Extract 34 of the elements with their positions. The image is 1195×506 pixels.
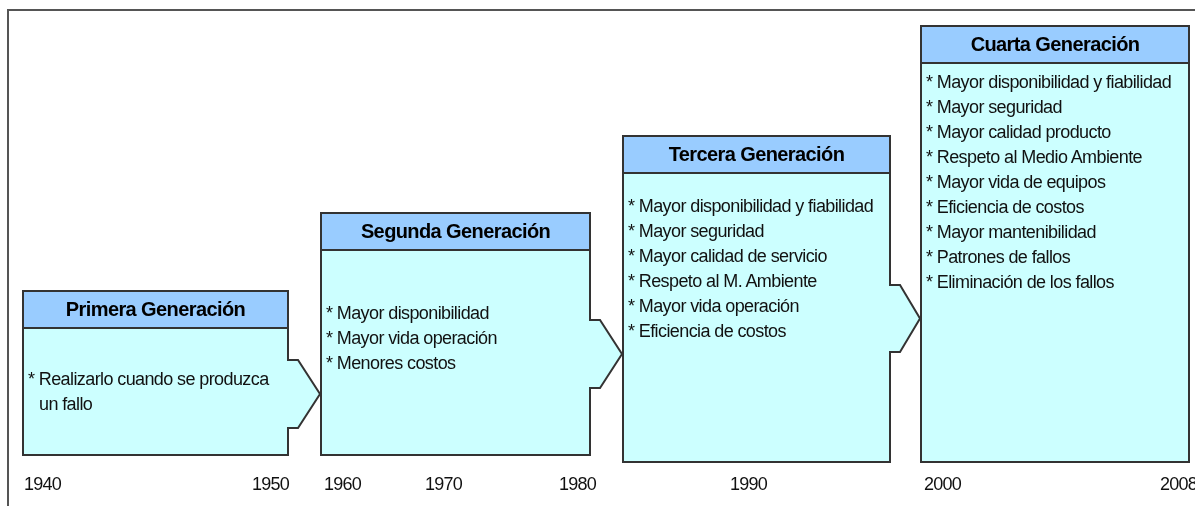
bullet-item: * Mayor vida operación (628, 295, 800, 318)
generation-heading: Primera Generación (24, 292, 287, 329)
bullet-item: * Mayor seguridad (926, 96, 1063, 119)
bullet-item: * Mayor vida operación (326, 327, 498, 350)
generation-box (622, 135, 891, 463)
bullet-item: * Mayor disponibilidad y fiabilidad (926, 71, 1173, 94)
generation-heading: Tercera Generación (624, 137, 889, 174)
year-label: 1970 (425, 474, 462, 495)
year-label: 1940 (24, 474, 61, 495)
generation-box (920, 25, 1190, 463)
bullet-item: * Mayor vida de equipos (926, 171, 1107, 194)
generation-box (320, 212, 591, 456)
year-label: 1950 (252, 474, 289, 495)
bullet-item: * Mayor disponibilidad y fiabilidad (628, 195, 875, 218)
generation-box (22, 290, 289, 456)
bullet-item: * Mayor disponibilidad (326, 302, 490, 325)
year-label: 1960 (324, 474, 361, 495)
generation-heading: Segunda Generación (322, 214, 589, 251)
generation-heading: Cuarta Generación (922, 27, 1188, 64)
bullet-item: * Eliminación de los fallos (926, 271, 1115, 294)
bullet-item: * Mayor calidad de servicio (628, 245, 828, 268)
bullet-item: * Mayor mantenibilidad (926, 221, 1097, 244)
bullet-item: * Mayor calidad producto (926, 121, 1112, 144)
bullet-item: * Realizarlo cuando se produzca un fallo (28, 368, 271, 416)
bullet-item: * Patrones de fallos (926, 246, 1072, 269)
year-label: 1980 (559, 474, 596, 495)
bullet-item: * Eficiencia de costos (628, 320, 787, 343)
bullet-item: * Mayor seguridad (628, 220, 765, 243)
year-label: 1990 (730, 474, 767, 495)
bullet-item: * Respeto al M. Ambiente (628, 270, 818, 293)
bullet-item: * Eficiencia de costos (926, 196, 1085, 219)
year-label: 2000 (924, 474, 961, 495)
bullet-item: * Respeto al Medio Ambiente (926, 146, 1143, 169)
bullet-item: * Menores costos (326, 352, 457, 375)
